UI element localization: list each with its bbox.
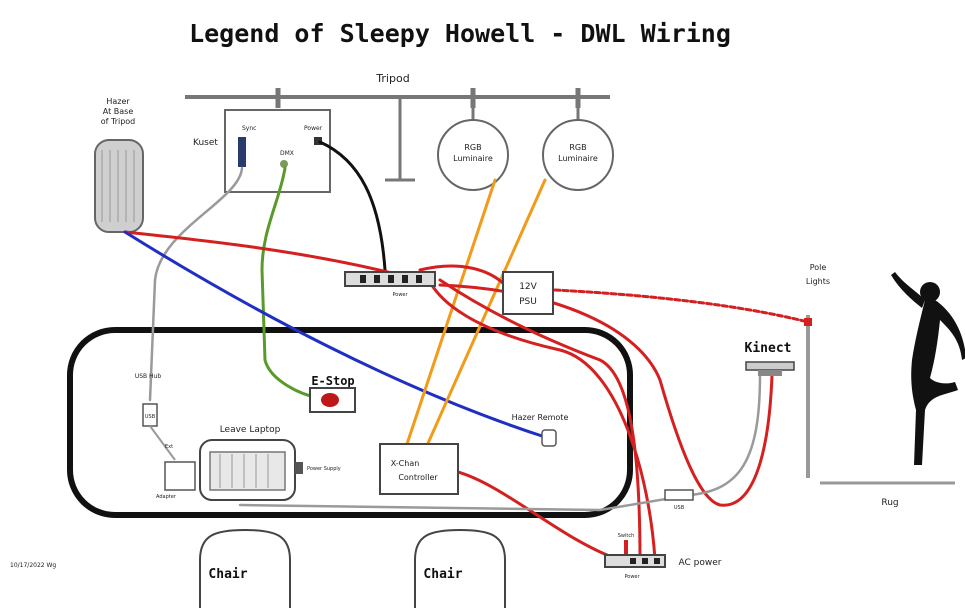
xchan-controller: X-Chan Controller bbox=[379, 443, 459, 495]
wire-red-kinect bbox=[438, 283, 774, 507]
rgb-luminaire-1: RGB Luminaire bbox=[437, 108, 509, 191]
chair-2: Chair bbox=[414, 528, 506, 608]
ac-power-strip-label: Power bbox=[624, 574, 640, 580]
usb-ext: USB Hub USB Ext bbox=[135, 373, 176, 461]
tripod-label: Tripod bbox=[375, 72, 409, 85]
wire-red-pole bbox=[553, 288, 810, 324]
kuset-port-power: Power bbox=[304, 125, 323, 132]
rgb2-label-1: RGB bbox=[569, 143, 586, 152]
kuset-unit: Kuset Sync DMX Power bbox=[193, 109, 331, 193]
dancer-silhouette bbox=[891, 272, 965, 465]
kinect-adapter-label: USB bbox=[674, 505, 685, 511]
kinect-adapter: USB bbox=[664, 489, 694, 511]
rgb1-label-1: RGB bbox=[464, 143, 481, 152]
diagram-title: Legend of Sleepy Howell - DWL Wiring bbox=[189, 19, 731, 48]
chair1-label: Chair bbox=[208, 567, 247, 582]
controller-label-2: Controller bbox=[398, 473, 438, 482]
adapter-label-left: Adapter bbox=[156, 494, 177, 500]
wire-gray-usb bbox=[148, 166, 244, 402]
wire-green-estop bbox=[260, 166, 322, 400]
wire-red-ac-2 bbox=[428, 280, 657, 562]
hazer: Hazer At Base of Tripod bbox=[94, 97, 144, 233]
pole-lights: Pole Lights bbox=[804, 263, 830, 478]
wires bbox=[123, 140, 810, 562]
kinect-label: Kinect bbox=[745, 341, 792, 356]
switch-label: Switch bbox=[618, 533, 635, 539]
hazer-remote-label: Hazer Remote bbox=[512, 413, 569, 422]
rgb2-label-2: Luminaire bbox=[558, 154, 598, 163]
psu-label-2: PSU bbox=[519, 297, 537, 307]
usb-hub-small-label: USB bbox=[145, 414, 156, 420]
wire-orange-1 bbox=[403, 178, 497, 452]
wire-black-power bbox=[318, 140, 387, 272]
kuset-port-dmx: DMX bbox=[280, 150, 294, 157]
wire-red-hazer bbox=[123, 230, 402, 277]
kuset-port-sync: Sync bbox=[242, 125, 256, 132]
ac-power-label: AC power bbox=[679, 558, 722, 568]
pole-lights-label-1: Pole bbox=[810, 263, 827, 272]
tripod: Tripod bbox=[185, 72, 610, 182]
rgb1-label-2: Luminaire bbox=[453, 154, 493, 163]
chair-1: Chair bbox=[199, 528, 291, 608]
psu-label-1: 12V bbox=[519, 282, 537, 292]
kuset-label: Kuset bbox=[193, 138, 218, 148]
ext-label: Ext bbox=[165, 444, 173, 450]
wire-orange-2 bbox=[423, 178, 547, 452]
wire-red-psu bbox=[418, 264, 507, 287]
laptop-label: Leave Laptop bbox=[220, 425, 281, 435]
power-strip-label: Power bbox=[392, 292, 408, 298]
footer-date: 10/17/2022 Wg bbox=[10, 562, 56, 569]
ac-power: Switch AC power Power bbox=[604, 533, 722, 580]
wire-red-ac-1 bbox=[438, 278, 642, 562]
laptop-power-label: Power Supply bbox=[307, 466, 341, 472]
leave-laptop: Leave Laptop Power Supply Adapter bbox=[156, 425, 341, 501]
hazer-remote: Hazer Remote bbox=[512, 413, 569, 447]
hazer-label-3: of Tripod bbox=[101, 117, 136, 126]
hazer-label-2: At Base bbox=[103, 107, 134, 116]
hazer-label-1: Hazer bbox=[106, 97, 130, 106]
psu-12v: 12V PSU bbox=[502, 271, 554, 315]
rug-label: Rug bbox=[881, 498, 898, 508]
estop-label: E-Stop bbox=[311, 374, 354, 388]
chair2-label: Chair bbox=[423, 567, 462, 582]
rgb-luminaire-2: RGB Luminaire bbox=[542, 108, 614, 191]
estop: E-Stop bbox=[309, 374, 356, 413]
wire-red-controller bbox=[448, 468, 622, 562]
pole-lights-label-2: Lights bbox=[806, 277, 830, 286]
power-strip: Power bbox=[344, 271, 436, 298]
wire-blue-remote bbox=[123, 230, 547, 439]
kinect: Kinect bbox=[745, 341, 795, 376]
controller-label-1: X-Chan bbox=[391, 459, 420, 468]
usb-hub-label: USB Hub bbox=[135, 373, 162, 380]
